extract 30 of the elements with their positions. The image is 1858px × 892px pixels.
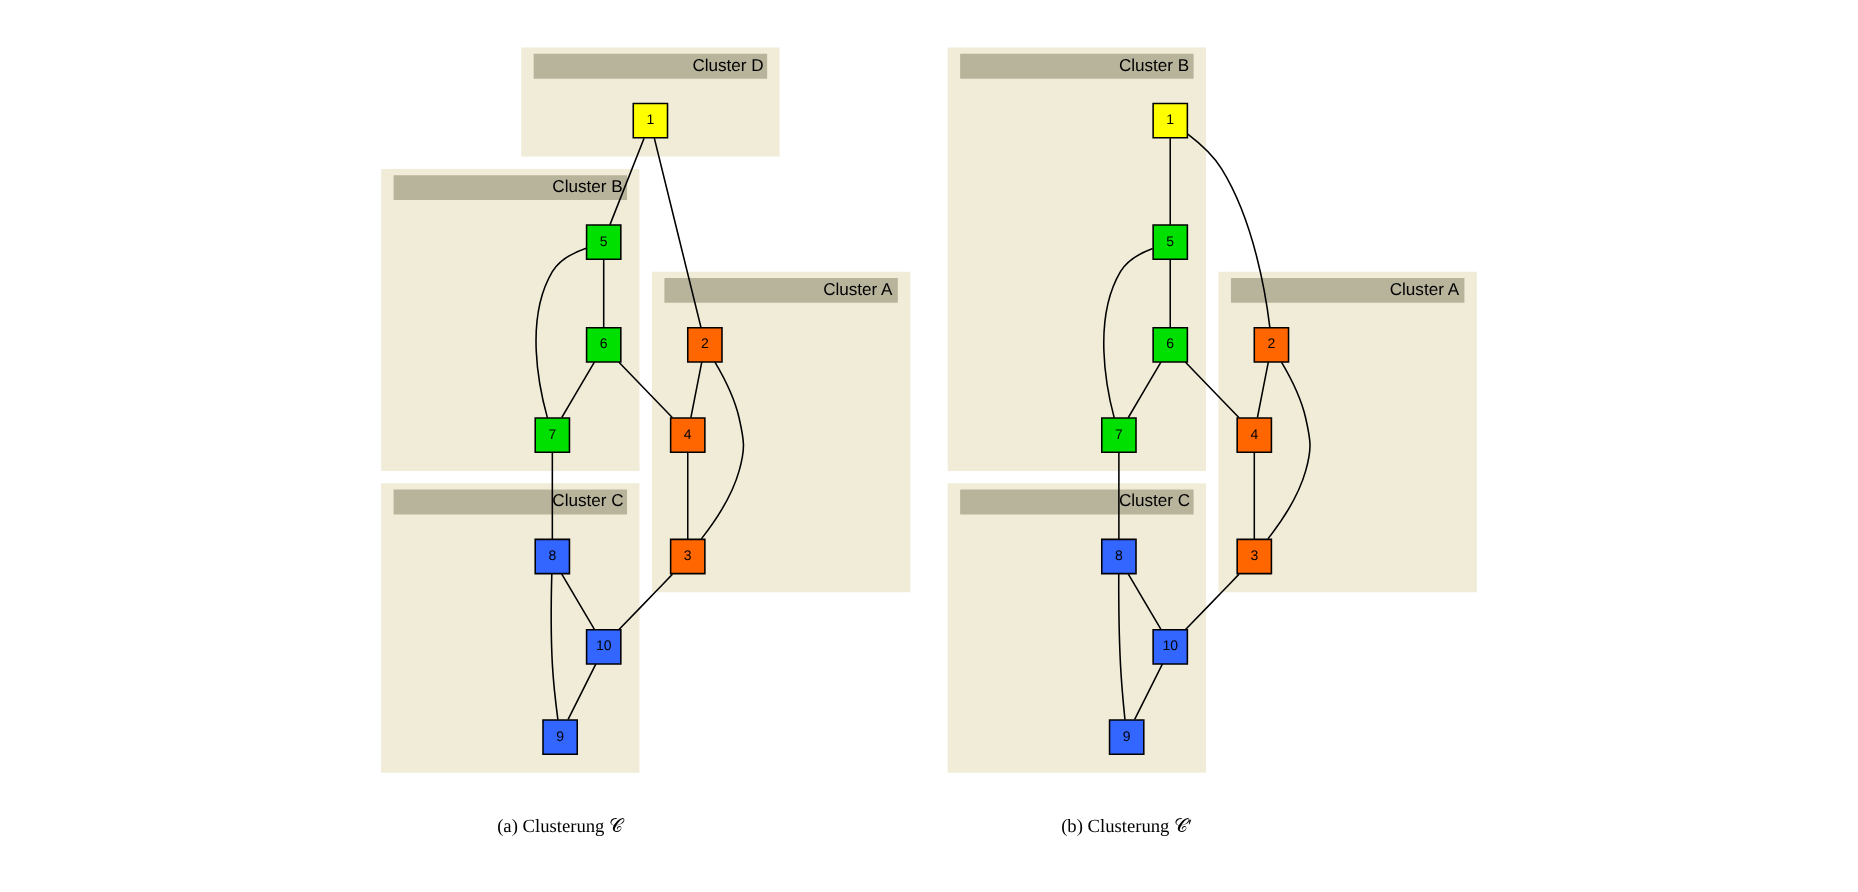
connector — [1133, 663, 1164, 721]
connector — [686, 451, 689, 541]
connector — [700, 361, 745, 540]
connector — [602, 258, 605, 329]
connector — [1169, 258, 1172, 329]
connector — [1169, 137, 1172, 226]
connector — [1187, 133, 1271, 329]
connector — [561, 361, 596, 419]
connector — [1267, 361, 1311, 540]
connector — [617, 361, 674, 419]
label: (a) Clusterung 𝒞 — [497, 818, 624, 839]
connector — [653, 137, 702, 329]
connector — [609, 137, 645, 226]
connector — [1184, 361, 1240, 419]
connector — [1103, 247, 1154, 419]
connector — [690, 361, 703, 419]
connector — [1127, 572, 1162, 630]
connector — [551, 451, 554, 541]
connector — [1256, 361, 1270, 419]
connector — [550, 573, 559, 721]
connector — [1253, 451, 1256, 541]
connector — [1127, 361, 1162, 419]
connector — [560, 572, 596, 630]
connector — [1184, 573, 1240, 631]
connector — [567, 663, 597, 721]
label: (b) Clusterung 𝒞′ — [1061, 818, 1193, 839]
connector — [618, 573, 674, 631]
connector — [1117, 573, 1126, 721]
connector — [535, 247, 587, 419]
connector — [1118, 451, 1120, 541]
